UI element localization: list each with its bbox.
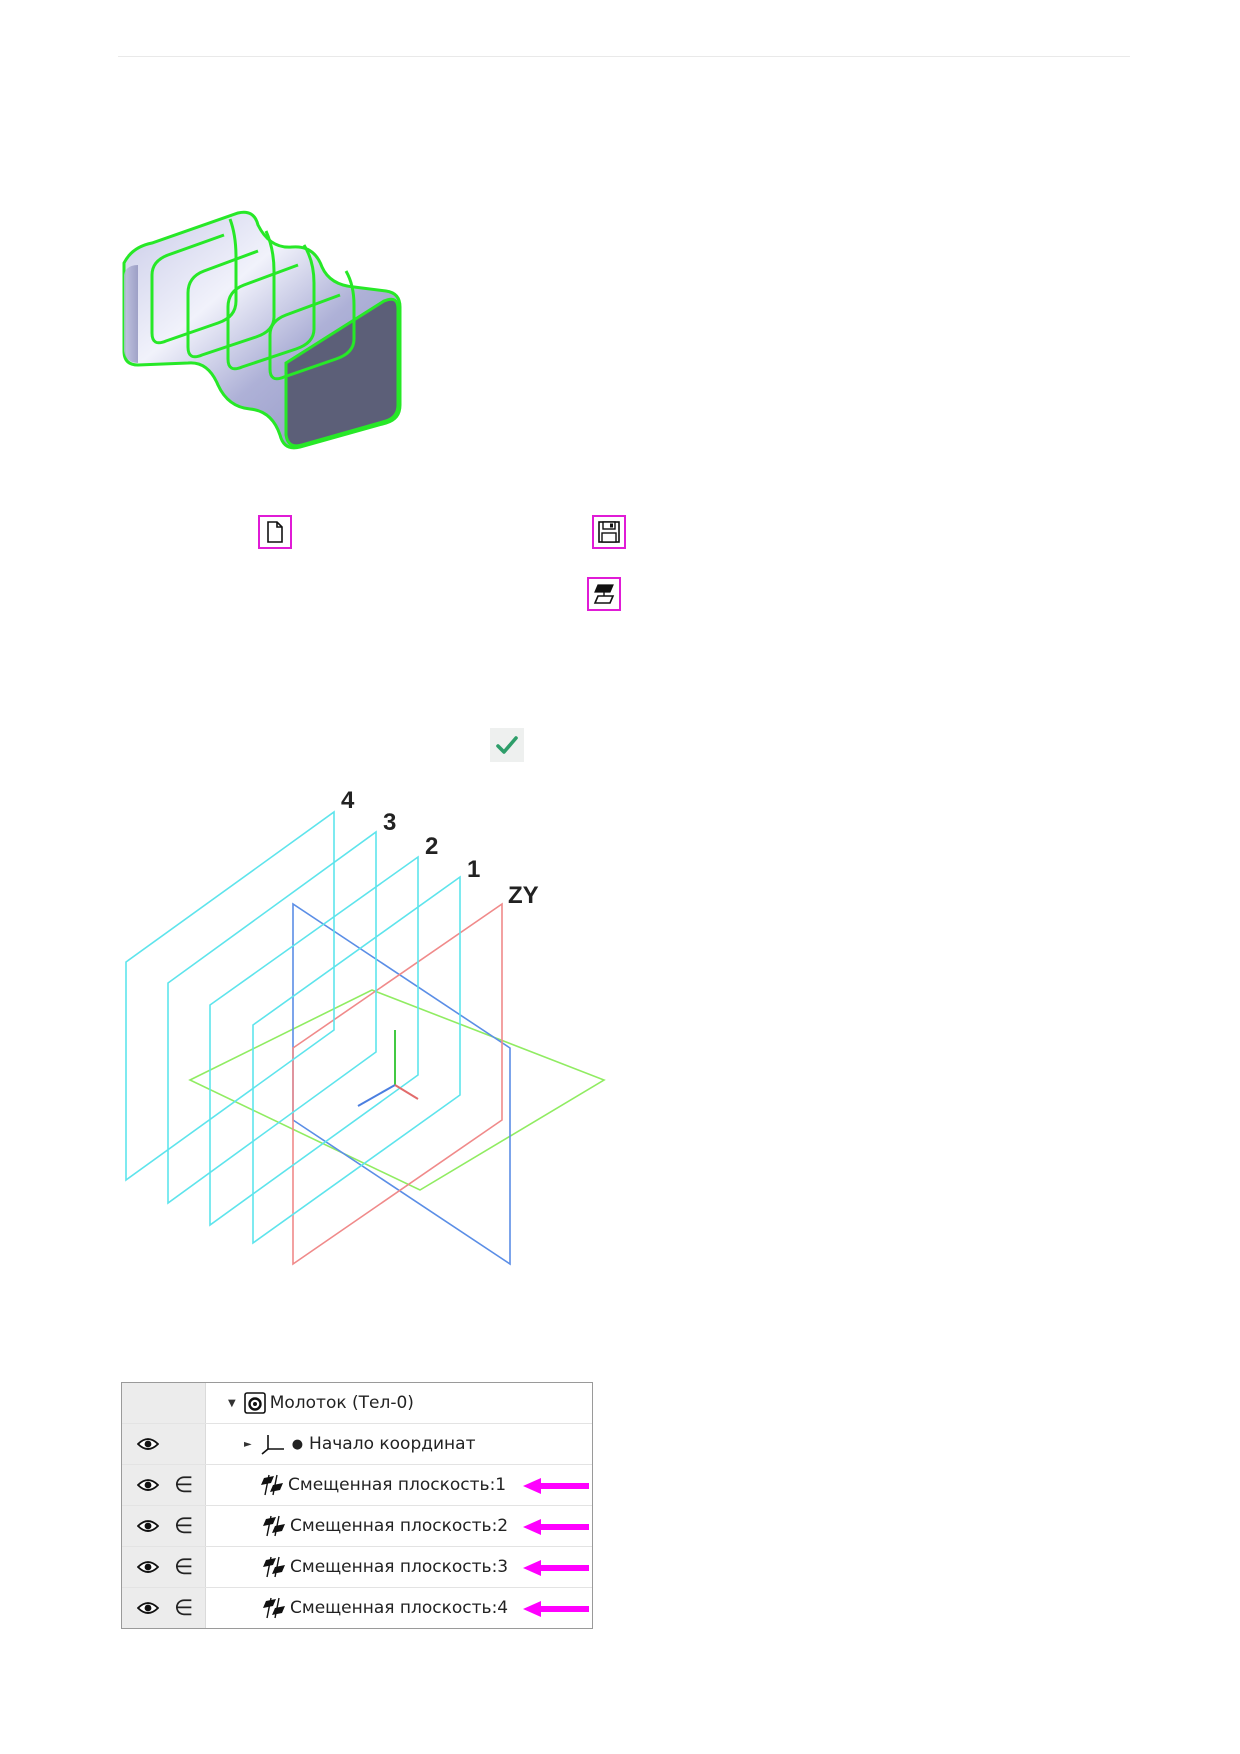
visibility-cell [122,1383,174,1423]
arrow-left-icon [523,1601,589,1617]
origin-icon [261,1435,284,1455]
offset-plane-icon [593,584,615,604]
set-cell [174,1383,206,1423]
tree-row-offset-plane-3[interactable]: ∈ Смещенная плоскость:3 [122,1547,592,1588]
new-document-icon [267,521,283,543]
expand-icon[interactable]: ► [244,1438,252,1450]
plane-label-1: 1 [467,856,480,883]
visibility-toggle[interactable] [122,1547,174,1587]
part-icon [243,1392,266,1414]
set-cell [174,1424,206,1464]
new-document-button[interactable] [258,515,292,549]
set-membership-icon: ∈ [174,1506,206,1546]
offset-plane-icon [263,1515,285,1537]
offset-plane-2 [209,855,419,1227]
visibility-toggle[interactable] [122,1588,174,1628]
model-tree: ▼ Молоток (Тел-0) ► ● Начало координат [121,1382,593,1629]
offset-plane-button[interactable] [587,577,621,611]
tree-row-label: Смещенная плоскость:3 [290,1557,509,1577]
set-membership-icon: ∈ [174,1588,206,1628]
dot-icon: ● [291,1436,304,1452]
offset-plane-icon [261,1474,283,1496]
tree-row-label: Смещенная плоскость:4 [290,1598,509,1618]
visibility-toggle[interactable] [122,1424,174,1464]
visibility-toggle[interactable] [122,1465,174,1505]
plane-zy [292,902,503,1266]
model-front-face [284,297,400,448]
plane-xy [292,902,511,1266]
axis-x [357,1084,396,1107]
tree-row-part[interactable]: ▼ Молоток (Тел-0) [122,1383,592,1424]
plane-label-zy: ZY [508,882,539,909]
tree-row-label: Смещенная плоскость:1 [288,1475,507,1495]
model-figure [122,210,402,450]
tree-row-label: Смещенная плоскость:2 [290,1516,509,1536]
header-rule [118,56,1130,57]
plane-label-2: 2 [425,833,438,860]
offset-plane-4 [125,810,335,1182]
tree-row-origin[interactable]: ► ● Начало координат [122,1424,592,1465]
arrow-left-icon [523,1560,589,1576]
set-membership-icon: ∈ [174,1465,206,1505]
arrow-left-icon [523,1478,589,1494]
set-membership-icon: ∈ [174,1547,206,1587]
plane-label-4: 4 [341,787,355,814]
tree-row-offset-plane-4[interactable]: ∈ Смещенная плоскость:4 [122,1588,592,1628]
eye-icon [137,1438,159,1450]
save-icon [598,521,620,543]
tree-row-label: Начало координат [309,1434,476,1454]
arrow-left-icon [523,1519,589,1535]
planes-figure: 4 3 2 1 ZY [125,787,606,1266]
collapse-icon[interactable]: ▼ [228,1397,236,1409]
tree-row-offset-plane-2[interactable]: ∈ Смещенная плоскость:2 [122,1506,592,1547]
save-button[interactable] [592,515,626,549]
axis-z [394,1084,419,1100]
eye-icon [137,1520,159,1532]
eye-icon [137,1479,159,1491]
offset-plane-icon [263,1597,285,1619]
eye-icon [137,1561,159,1573]
plane-label-3: 3 [383,809,396,836]
confirm-button[interactable] [490,728,524,762]
visibility-toggle[interactable] [122,1506,174,1546]
tree-row-label: Молоток (Тел-0) [269,1393,414,1413]
tree-row-offset-plane-1[interactable]: ∈ Смещенная плоскость:1 [122,1465,592,1506]
check-icon [496,736,518,754]
offset-plane-icon [263,1556,285,1578]
eye-icon [137,1602,159,1614]
offset-plane-1 [252,875,461,1245]
offset-plane-3 [167,830,377,1205]
